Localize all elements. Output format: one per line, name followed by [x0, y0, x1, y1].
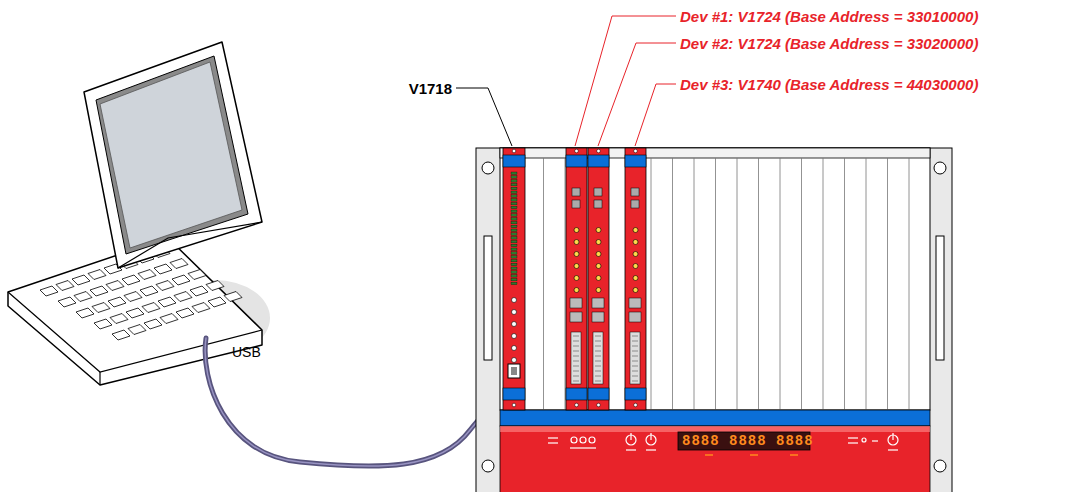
- laptop-lid: [84, 42, 262, 268]
- usb-cable: [205, 338, 512, 466]
- power-panel: [500, 426, 930, 492]
- vme-board: [625, 148, 646, 410]
- board-name: V1718: [409, 81, 452, 96]
- leader-line: [598, 43, 676, 146]
- laptop-screen: [96, 56, 248, 254]
- cable-label: USB: [232, 345, 261, 359]
- display-readout: 8888 8888 8888: [682, 434, 814, 448]
- leader-line: [635, 84, 676, 146]
- device-label: Dev #3: V1740 (Base Address = 44030000): [680, 77, 978, 92]
- leader-line: [575, 16, 676, 146]
- vme-crate: [476, 148, 952, 492]
- device-label: Dev #1: V1724 (Base Address = 33010000): [680, 9, 978, 24]
- vme-board: [566, 148, 587, 410]
- vme-board: [503, 148, 525, 410]
- device-label: Dev #2: V1724 (Base Address = 33020000): [680, 36, 978, 51]
- leader-line: [456, 88, 512, 146]
- vme-board: [588, 148, 609, 410]
